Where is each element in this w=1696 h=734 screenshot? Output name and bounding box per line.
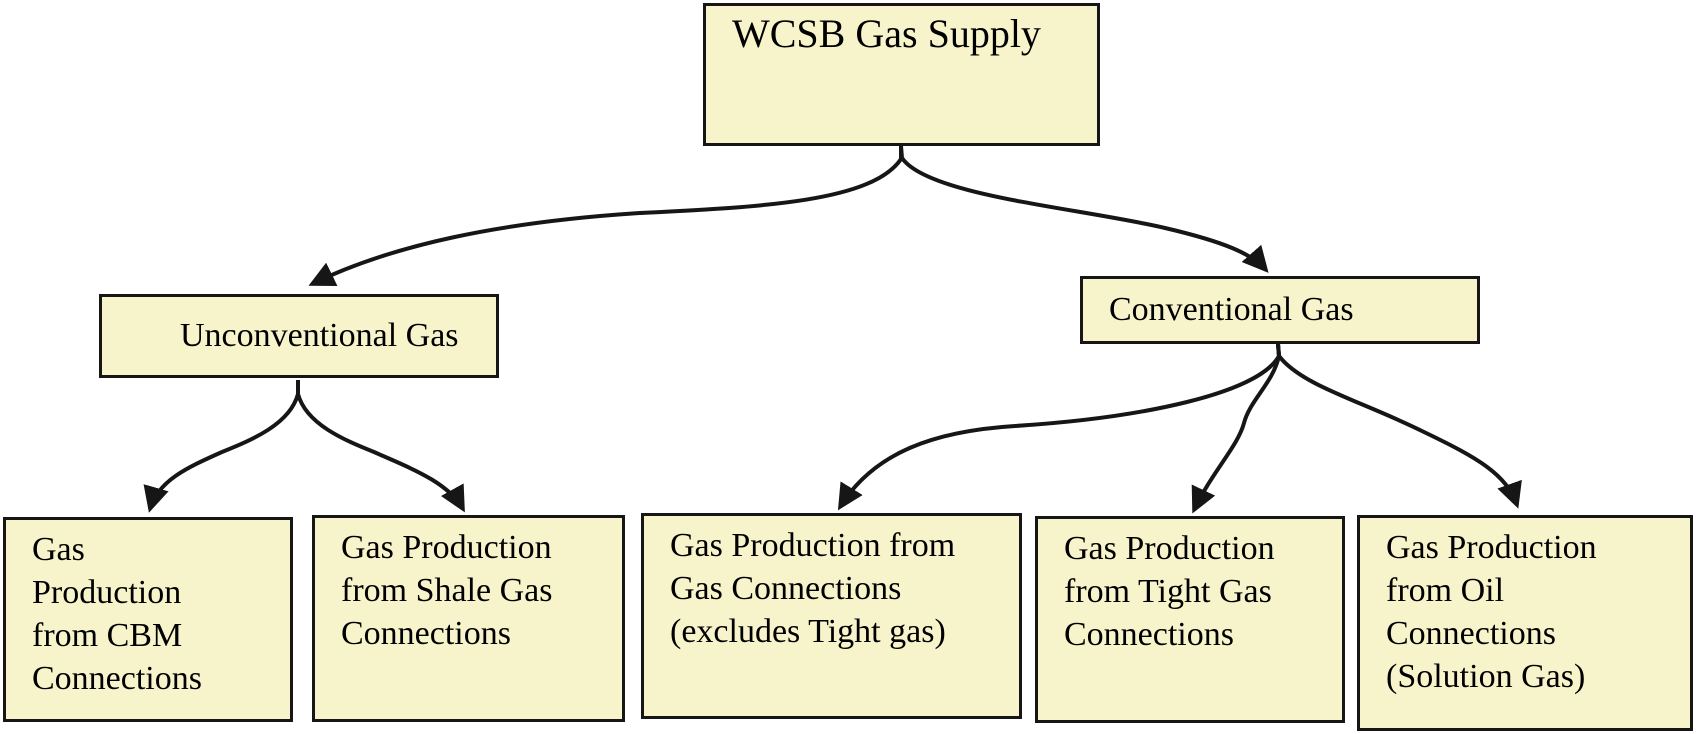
edge-unconventional-to-shale — [296, 380, 465, 513]
node-gas-production-cbm: Gas Production from CBM Connections — [3, 517, 293, 722]
edge-wcsb-to-unconventional — [308, 146, 903, 287]
node-wcsb-gas-supply: WCSB Gas Supply — [703, 3, 1100, 146]
node-gas-production-shale-label: Gas Production from Shale Gas Connection… — [341, 529, 553, 652]
node-gas-production-gas-connections-label: Gas Production from Gas Connections (exc… — [670, 527, 956, 650]
node-gas-production-tight-label: Gas Production from Tight Gas Connection… — [1064, 530, 1275, 653]
edge-unconventional-to-cbm — [143, 380, 300, 513]
node-gas-production-cbm-label: Gas Production from CBM Connections — [32, 531, 202, 697]
node-gas-production-shale: Gas Production from Shale Gas Connection… — [312, 515, 625, 722]
node-gas-production-oil: Gas Production from Oil Connections (Sol… — [1357, 515, 1693, 731]
node-gas-production-oil-label: Gas Production from Oil Connections (Sol… — [1386, 529, 1597, 695]
node-conventional-gas-label: Conventional Gas — [1109, 290, 1354, 328]
node-unconventional-gas-label: Unconventional Gas — [180, 316, 459, 354]
node-wcsb-gas-supply-label: WCSB Gas Supply — [732, 11, 1041, 56]
edge-conventional-to-gasconn — [837, 343, 1282, 511]
node-gas-production-gas-connections: Gas Production from Gas Connections (exc… — [641, 513, 1022, 719]
node-unconventional-gas: Unconventional Gas — [99, 294, 499, 378]
node-gas-production-tight: Gas Production from Tight Gas Connection… — [1035, 516, 1345, 723]
node-conventional-gas: Conventional Gas — [1080, 276, 1480, 344]
edge-conventional-to-oil — [1276, 343, 1522, 509]
edge-wcsb-to-conventional — [899, 145, 1269, 273]
edge-conventional-to-tight — [1191, 343, 1282, 514]
